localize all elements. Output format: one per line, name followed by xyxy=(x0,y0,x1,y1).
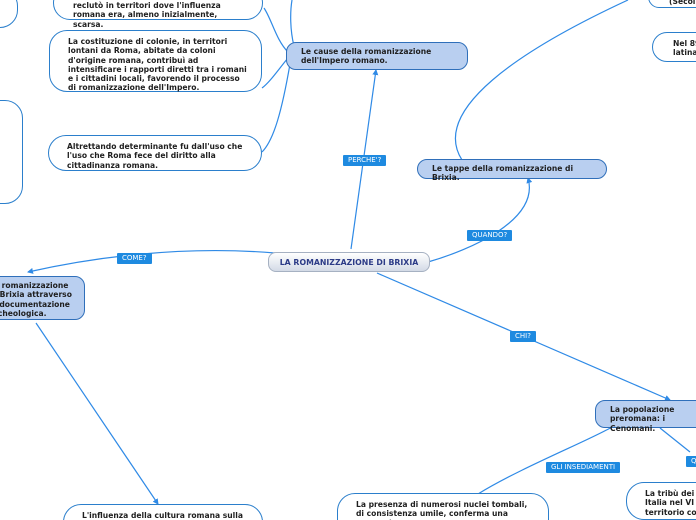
link-popolazione-nuclei xyxy=(477,426,613,495)
node-colonie[interactable]: La costituzione di colonie, in territori… xyxy=(49,30,262,92)
label-perche[interactable]: PERCHE'? xyxy=(343,155,387,167)
central-topic[interactable]: LA ROMANIZZAZIONE DI BRIXIA xyxy=(268,252,430,272)
node-top-right[interactable]: (Secol xyxy=(648,0,696,8)
node-reclutamento[interactable]: reclutò in territori dove l'influenza ro… xyxy=(53,0,263,29)
node-left-partial[interactable] xyxy=(0,100,23,204)
label-quando[interactable]: QUANDO? xyxy=(467,230,513,242)
node-cause[interactable]: Le cause della romanizzazione dell'Imper… xyxy=(286,42,468,70)
link-tappe-top xyxy=(455,0,629,161)
node-right-89[interactable]: Nel 89 latina xyxy=(652,32,696,62)
node-tappe[interactable]: Le tappe della romanizzazione di Brixia. xyxy=(417,159,607,182)
node-come[interactable]: La romanizzazione di Brixia attraverso l… xyxy=(0,276,85,320)
node-influenza[interactable]: L'influenza della cultura romana sulla v… xyxy=(63,504,263,520)
link-popolazione-right xyxy=(659,427,691,453)
label-come[interactable]: COME? xyxy=(117,253,152,265)
link-cause-reclutamento xyxy=(263,7,289,53)
link-central-tappe xyxy=(427,177,533,263)
node-nuclei[interactable]: La presenza di numerosi nuclei tombali, … xyxy=(337,493,549,520)
link-cause-top xyxy=(290,0,295,47)
label-chi[interactable]: CHI? xyxy=(510,331,536,343)
link-cause-cittadinanza xyxy=(261,63,291,153)
link-cause-colonie xyxy=(261,57,289,89)
label-q-right[interactable]: Q xyxy=(686,456,696,468)
node-cittadinanza[interactable]: Altrettando determinante fu dall'uso che… xyxy=(48,135,262,171)
node-tribu[interactable]: La tribù dei G Italia nel VI s territori… xyxy=(626,482,696,520)
node-popolazione[interactable]: La popolazione preromana: i Cenomani. xyxy=(595,400,696,433)
link-come-influenza xyxy=(35,322,159,505)
label-insediamenti[interactable]: GLI INSEDIAMENTI xyxy=(546,462,621,474)
